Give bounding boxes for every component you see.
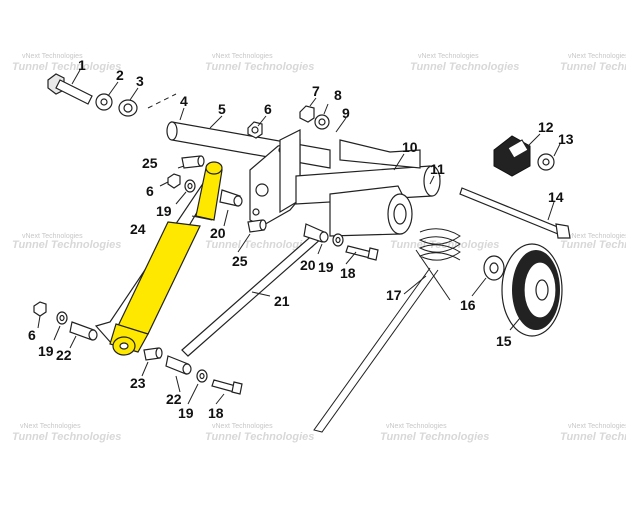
part-washer-8 bbox=[314, 114, 330, 130]
part-bushing-22 bbox=[165, 355, 192, 375]
part-long-bolt-14 bbox=[459, 187, 571, 239]
watermark-text: vNext Technologies bbox=[386, 423, 447, 430]
callout-22: 22 bbox=[166, 391, 182, 407]
part-washer-19 bbox=[332, 233, 344, 247]
part-bolt-18 bbox=[345, 245, 379, 261]
part-bracket-plate bbox=[249, 129, 301, 227]
callouts: 1 2 3 4 5 6 7 8 9 10 11 12 13 14 15 16 1… bbox=[28, 57, 574, 421]
callout-6: 6 bbox=[264, 101, 272, 117]
watermark-logo: Tunnel Technologies bbox=[410, 61, 519, 73]
callout-19: 19 bbox=[38, 343, 54, 359]
part-washer-19 bbox=[184, 179, 196, 193]
callout-25: 25 bbox=[232, 253, 248, 269]
watermark-logo: Tunnel Technologies bbox=[560, 431, 626, 443]
watermark-logo: Tunnel Technologies bbox=[12, 431, 121, 443]
watermark-text: vNext Technologies bbox=[20, 423, 81, 430]
callout-10: 10 bbox=[402, 139, 418, 155]
part-bushing-20 bbox=[219, 189, 243, 207]
part-shock-absorber-24 bbox=[109, 161, 223, 356]
watermark-logo: Tunnel Technologies bbox=[205, 431, 314, 443]
watermark-logo: Tunnel Technologies bbox=[560, 61, 626, 73]
leader-lines bbox=[37, 69, 561, 405]
part-block-12 bbox=[493, 135, 531, 177]
part-bushing-25 bbox=[247, 219, 267, 233]
part-nut-6 bbox=[167, 173, 181, 189]
callout-20: 20 bbox=[300, 257, 316, 273]
watermark-text: vNext Technologies bbox=[418, 53, 479, 60]
callout-24: 24 bbox=[130, 221, 146, 237]
watermark-logo: Tunnel Technologies bbox=[12, 61, 121, 73]
watermark-logo: Tunnel Technologies bbox=[12, 239, 121, 251]
callout-7: 7 bbox=[312, 83, 320, 99]
callout-15: 15 bbox=[496, 333, 512, 349]
callout-25: 25 bbox=[142, 155, 158, 171]
part-nut-6 bbox=[33, 301, 47, 317]
callout-18: 18 bbox=[340, 265, 356, 281]
callout-21: 21 bbox=[274, 293, 290, 309]
watermark-logo: Tunnel Technologies bbox=[205, 61, 314, 73]
part-bolt-1 bbox=[47, 73, 93, 105]
axis-line bbox=[147, 93, 177, 109]
part-washer-2 bbox=[95, 93, 113, 111]
callout-4: 4 bbox=[180, 93, 188, 109]
callout-13: 13 bbox=[558, 131, 574, 147]
callout-12: 12 bbox=[538, 119, 554, 135]
part-washer-19 bbox=[56, 311, 68, 325]
callout-19: 19 bbox=[156, 203, 172, 219]
watermark-text: vNext Technologies bbox=[568, 233, 626, 240]
callout-19: 19 bbox=[178, 405, 194, 421]
callout-1: 1 bbox=[78, 57, 86, 73]
watermark-logo: Tunnel Technologies bbox=[560, 239, 626, 251]
watermark-logo: Tunnel Technologies bbox=[380, 431, 489, 443]
part-wheel-15 bbox=[501, 243, 563, 337]
callout-22: 22 bbox=[56, 347, 72, 363]
watermark-text: vNext Technologies bbox=[22, 53, 83, 60]
watermark-text: vNext Technologies bbox=[568, 53, 626, 60]
part-tube-10 bbox=[329, 185, 413, 237]
watermark-logo: Tunnel Technologies bbox=[390, 239, 499, 251]
part-washer-16 bbox=[483, 255, 505, 281]
watermark-text: vNext Technologies bbox=[212, 423, 273, 430]
callout-14: 14 bbox=[548, 189, 564, 205]
part-bushing-20 bbox=[303, 223, 329, 243]
callout-8: 8 bbox=[334, 87, 342, 103]
part-nut-3 bbox=[118, 99, 138, 117]
part-washer-19 bbox=[196, 369, 208, 383]
callout-11: 11 bbox=[430, 161, 445, 177]
part-bushing-25 bbox=[181, 155, 205, 169]
watermarks: Tunnel Technologies vNext Technologies T… bbox=[12, 53, 626, 443]
part-washer-13 bbox=[537, 153, 555, 171]
part-nut-7 bbox=[299, 105, 315, 123]
callout-5: 5 bbox=[218, 101, 226, 117]
callout-17: 17 bbox=[386, 287, 402, 303]
callout-20: 20 bbox=[210, 225, 226, 241]
callout-16: 16 bbox=[460, 297, 476, 313]
watermark-text: vNext Technologies bbox=[212, 53, 273, 60]
callout-6: 6 bbox=[146, 183, 154, 199]
callout-9: 9 bbox=[342, 105, 350, 121]
part-bushing-23 bbox=[143, 347, 163, 361]
watermark-logo: Tunnel Technologies bbox=[205, 239, 314, 251]
callout-18: 18 bbox=[208, 405, 224, 421]
callout-6: 6 bbox=[28, 327, 36, 343]
callout-3: 3 bbox=[136, 73, 144, 89]
part-bushing-22 bbox=[69, 321, 98, 341]
callout-23: 23 bbox=[130, 375, 146, 391]
watermark-text: vNext Technologies bbox=[22, 233, 83, 240]
part-spring-17 bbox=[313, 228, 461, 433]
callout-19: 19 bbox=[318, 259, 334, 275]
watermark-text: vNext Technologies bbox=[568, 423, 626, 430]
callout-2: 2 bbox=[116, 67, 124, 83]
part-bolt-18 bbox=[211, 379, 243, 395]
